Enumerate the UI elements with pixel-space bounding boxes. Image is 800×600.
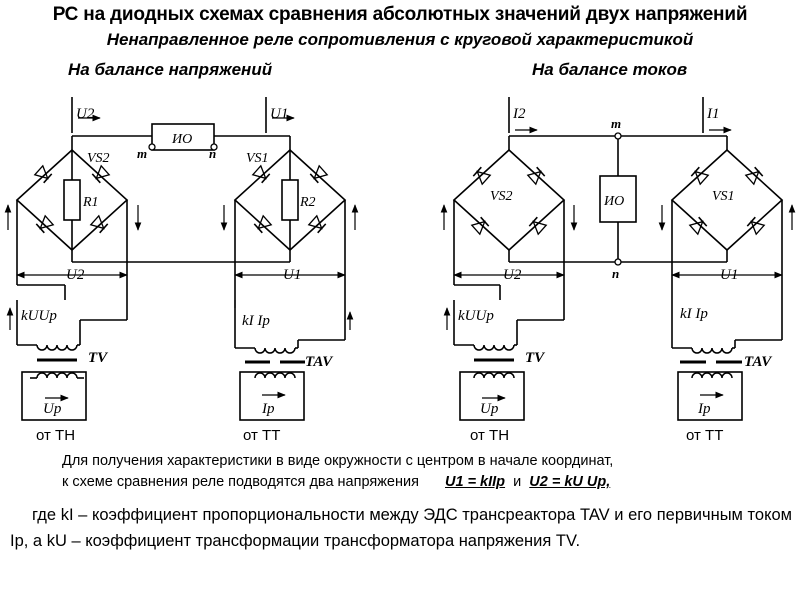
node-m-left <box>148 143 156 151</box>
label-vs2-right: VS2 <box>490 189 513 204</box>
resistor-r1 <box>63 179 81 221</box>
label-m-left: m <box>137 146 147 161</box>
page-title: РС на диодных схемах сравнения абсолютны… <box>52 4 748 25</box>
label-vs1-left: VS1 <box>246 151 269 166</box>
label-u2-top: U2 <box>76 106 95 122</box>
label-up-source-left: Uр <box>43 401 62 417</box>
label-ip-source-left: Iр <box>261 401 275 417</box>
label-u1-top: U1 <box>270 106 288 122</box>
resistor-r2 <box>281 179 299 221</box>
label-ki-ip-left: kI Iр <box>242 313 270 329</box>
label-tav-right: TAV <box>744 354 773 370</box>
paragraph-1-lead: к схеме сравнения реле подводятся два на… <box>62 474 419 490</box>
paragraph-2-text: где kI – коэффициент пропорциональности … <box>10 506 792 550</box>
label-r2: R2 <box>299 195 316 210</box>
label-n-right: n <box>612 266 619 281</box>
equation-u2: U2 = kU Uр, <box>529 474 611 490</box>
label-tv-right: TV <box>525 350 546 366</box>
io-box-left <box>151 123 215 151</box>
diodes-left <box>33 165 329 234</box>
label-i2-top: I2 <box>512 106 526 122</box>
right-circuit <box>452 97 784 421</box>
label-ku-up-right: kUUр <box>458 308 494 324</box>
paragraph-1-line1: Для получения характеристики в виде окру… <box>62 453 614 469</box>
source-tn-right: от ТН <box>470 427 510 444</box>
label-tav-left: TAV <box>305 354 334 370</box>
arrows-left <box>4 114 359 402</box>
paragraph-1-line2: к схеме сравнения реле подводятся два на… <box>62 472 792 493</box>
node-n-left <box>210 143 218 151</box>
page-subtitle: Ненаправленное реле сопротивления с круг… <box>106 30 694 49</box>
left-circuit <box>15 97 347 421</box>
label-tv-left: TV <box>88 350 109 366</box>
label-ip-source-right: Iр <box>697 401 711 417</box>
label-u1-bottom-right: U1 <box>720 267 738 283</box>
paragraph-1: Для получения характеристики в виде окру… <box>62 451 792 493</box>
label-io-left: ИО <box>171 132 192 147</box>
label-i1-top: I1 <box>706 106 720 122</box>
equation-and: и <box>513 474 522 490</box>
label-m-right: m <box>611 116 621 131</box>
label-u1-bottom-left: U1 <box>283 267 301 283</box>
label-n-left: n <box>209 146 216 161</box>
label-up-source-right: Uр <box>480 401 499 417</box>
node-n-right <box>614 258 622 266</box>
label-ki-ip-right: kI Iр <box>680 306 708 322</box>
source-tt-left: от ТТ <box>243 427 281 444</box>
label-u2-bottom-right: U2 <box>503 267 522 283</box>
label-ku-up-left: kUUр <box>21 308 57 324</box>
io-box-right <box>599 175 637 223</box>
left-heading: На балансе напряжений <box>68 60 273 79</box>
label-vs1-right: VS1 <box>712 189 735 204</box>
label-io-right: ИО <box>603 194 624 209</box>
source-tt-right: от ТТ <box>686 427 724 444</box>
right-heading: На балансе токов <box>532 60 688 79</box>
label-vs2-left: VS2 <box>87 151 110 166</box>
label-r1: R1 <box>82 195 99 210</box>
node-m-right <box>614 132 622 140</box>
paragraph-2: где kI – коэффициент пропорциональности … <box>10 502 792 554</box>
source-tn-left: от ТН <box>36 427 76 444</box>
arrows-right <box>440 126 796 402</box>
equation-u1: U1 = kIIр <box>445 474 506 490</box>
label-u2-bottom-left: U2 <box>66 267 85 283</box>
